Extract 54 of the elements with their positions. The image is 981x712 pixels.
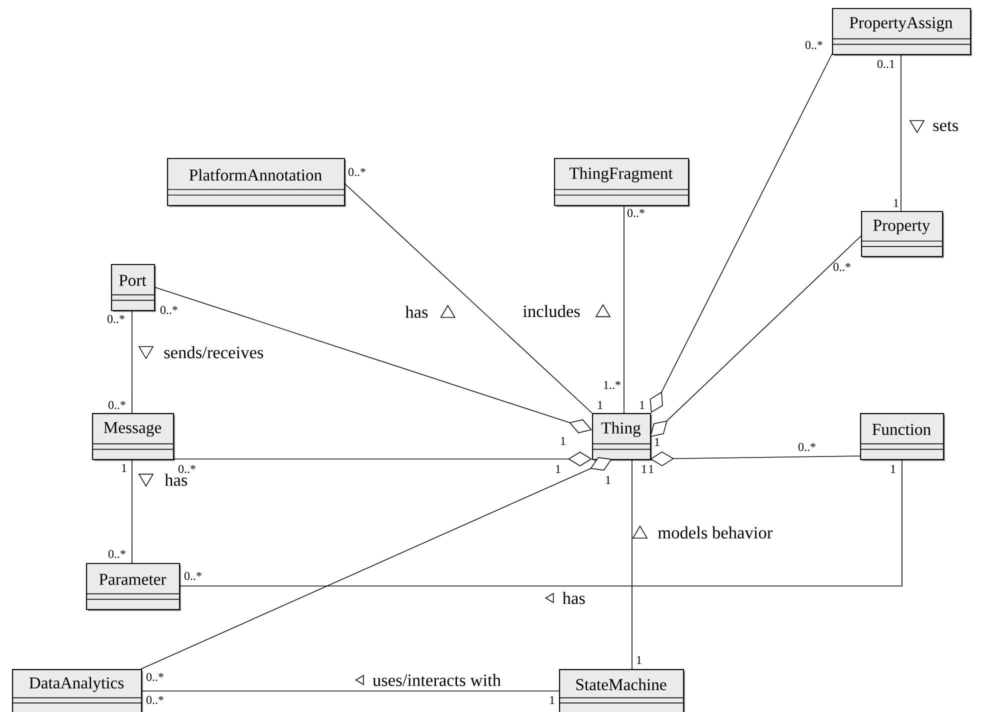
multiplicity-label: 1 xyxy=(637,656,642,664)
association-line xyxy=(172,452,592,466)
multiplicity-label: 0..* xyxy=(160,306,178,314)
multiplicity-label: 0..* xyxy=(348,168,366,176)
class-box: ThingFragment xyxy=(554,158,690,207)
multiplicity-label: 1 xyxy=(561,437,566,445)
multiplicity-label: 0..* xyxy=(833,262,850,272)
multiplicity-label: 1 xyxy=(606,476,610,484)
association-line xyxy=(650,54,832,413)
association-line xyxy=(178,458,902,586)
association-line xyxy=(154,286,592,434)
multiplicity-label: 1..* xyxy=(604,380,620,390)
multiplicity-label: 1 xyxy=(894,199,898,207)
association-line xyxy=(650,236,862,437)
multiplicity-label: 0..* xyxy=(146,696,164,704)
multiplicity-label: 0..* xyxy=(627,208,644,218)
edge-label: models behavior xyxy=(658,526,773,539)
multiplicity-label: 1 xyxy=(598,401,602,409)
multiplicity-label: 0..* xyxy=(805,40,822,50)
class-box: DataAnalytics xyxy=(12,669,143,712)
multiplicity-label: 0..* xyxy=(108,400,126,410)
multiplicity-label: 1 xyxy=(556,465,560,473)
class-box: Function xyxy=(860,413,945,461)
class-box: PropertyAssign xyxy=(832,8,972,56)
multiplicity-label: 1 xyxy=(122,464,126,472)
multiplicity-label: 1 xyxy=(649,465,654,473)
class-box: PlatformAnnotation xyxy=(166,158,346,207)
multiplicity-label: 0..* xyxy=(184,572,202,580)
edge-label: sets xyxy=(933,121,958,132)
class-box: Property xyxy=(860,211,944,258)
edge-label: has xyxy=(164,474,188,486)
association-line xyxy=(140,690,560,692)
edge-label: includes xyxy=(523,304,580,318)
multiplicity-label: 0..* xyxy=(178,464,196,474)
class-box: StateMachine xyxy=(558,669,685,712)
multiplicity-label: 1 xyxy=(550,696,554,704)
association-line xyxy=(344,182,592,414)
edge-label: sends/receives xyxy=(164,346,264,358)
class-box: Message xyxy=(92,413,175,461)
association-line xyxy=(650,452,860,466)
edge-label: has xyxy=(562,592,585,604)
multiplicity-label: 0..* xyxy=(108,550,126,558)
class-box: Parameter xyxy=(86,563,181,611)
edge-label: has xyxy=(405,306,428,318)
class-box: Port xyxy=(110,264,156,312)
multiplicity-label: 0..1 xyxy=(877,60,894,68)
association-line xyxy=(900,54,902,212)
multiplicity-label: 1 xyxy=(891,465,896,473)
multiplicity-label: 0..* xyxy=(146,672,164,682)
multiplicity-label: 0..* xyxy=(798,442,816,452)
multiplicity-label: 0..* xyxy=(107,314,124,324)
multiplicity-label: 1 xyxy=(642,465,646,473)
edge-label: uses/interacts with xyxy=(372,674,501,686)
class-box: Thing xyxy=(592,413,652,461)
